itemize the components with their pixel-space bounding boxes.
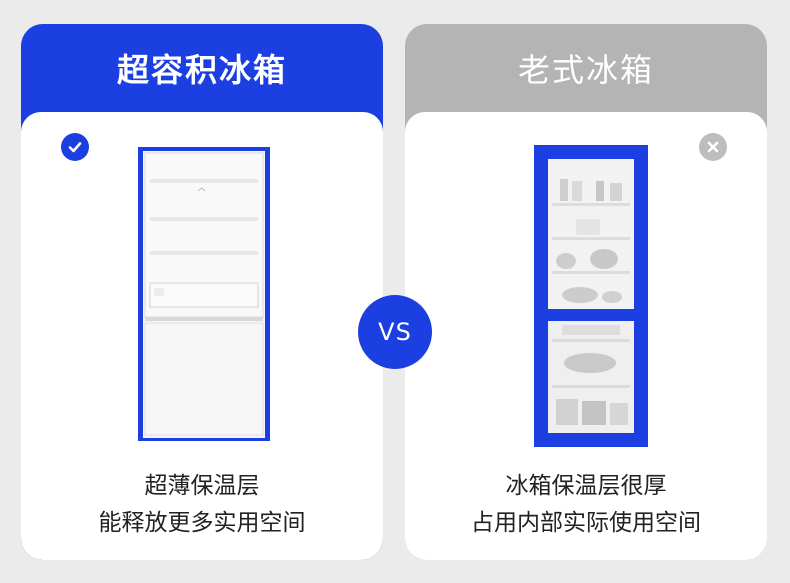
left-caption-line-1: 超薄保温层 [144, 473, 260, 499]
left-comparison-card: 超容积冰箱 [21, 24, 383, 560]
left-card-caption: 超薄保温层 能释放更多实用空间 [21, 468, 383, 542]
right-card-title: 老式冰箱 [517, 51, 654, 89]
right-card-body: 冰箱保温层很厚 占用内部实际使用空间 [405, 112, 767, 560]
check-icon [61, 133, 89, 161]
vs-badge: VS [358, 295, 432, 369]
right-card-caption: 冰箱保温层很厚 占用内部实际使用空间 [405, 468, 767, 542]
right-comparison-card: 老式冰箱 [405, 24, 767, 560]
left-card-body: 超薄保温层 能释放更多实用空间 [21, 112, 383, 560]
right-caption-line-1: 冰箱保温层很厚 [505, 473, 667, 499]
thick-wall-fridge-image [534, 145, 648, 451]
right-caption-line-2: 占用内部实际使用空间 [471, 510, 701, 536]
close-icon [699, 133, 727, 161]
thin-wall-fridge-image [138, 147, 270, 445]
left-caption-line-2: 能释放更多实用空间 [98, 510, 306, 536]
left-card-title: 超容积冰箱 [116, 51, 287, 89]
